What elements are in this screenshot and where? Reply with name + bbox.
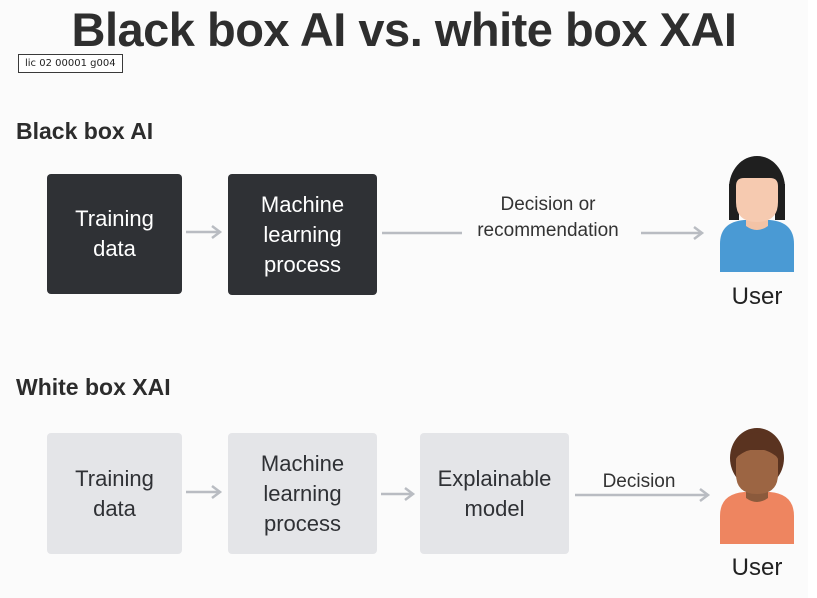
black-box-output-label: Decision or recommendation	[477, 194, 619, 241]
white-box-heading: White box XAI	[16, 374, 171, 400]
connector-line	[382, 231, 462, 235]
black-box-training-data-label: Training data	[75, 206, 154, 261]
black-box-user-label: User	[731, 283, 783, 310]
black-box-training-data: Training data	[47, 174, 182, 294]
white-box-ml-process-label: Machine learning process	[260, 450, 345, 536]
white-box-explainable-model-label: Explainable model	[437, 465, 552, 521]
white-box-explainable-model: Explainable model	[420, 433, 569, 554]
arrow-icon	[186, 225, 223, 239]
user-avatar-icon	[720, 428, 794, 544]
black-box-ml-process: Machine learning process	[228, 174, 377, 295]
user-avatar-icon	[720, 156, 794, 272]
arrow-icon	[641, 226, 705, 240]
white-box-ml-process: Machine learning process	[228, 433, 377, 554]
white-box-output-label: Decision	[602, 471, 676, 492]
white-box-training-data: Training data	[47, 433, 182, 554]
black-box-heading: Black box AI	[16, 118, 154, 144]
page-title: Black box AI vs. white box XAI	[71, 3, 737, 56]
white-box-training-data-label: Training data	[75, 465, 154, 521]
arrow-icon	[186, 485, 223, 499]
file-tag: lic 02 00001 g004	[18, 54, 123, 73]
arrow-icon	[381, 487, 416, 501]
arrow-icon	[575, 488, 711, 502]
white-box-user-label: User	[731, 554, 783, 581]
black-box-ml-process-label: Machine learning process	[260, 191, 345, 277]
